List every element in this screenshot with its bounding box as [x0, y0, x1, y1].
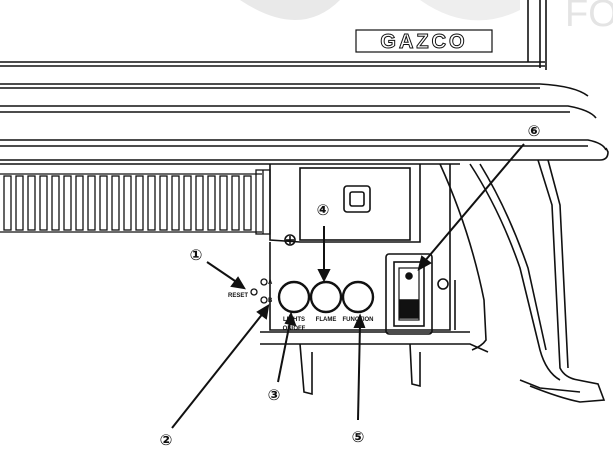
vent-slat [87, 175, 96, 231]
vent-slat [15, 175, 24, 231]
dial-b-label: B [268, 298, 273, 304]
gazco-logo: GAZCO [355, 29, 493, 54]
vent-slat [99, 175, 108, 231]
flame-button [309, 280, 343, 314]
reset-label: RESET [228, 293, 248, 299]
vent-slat [51, 175, 60, 231]
vent-slat [63, 175, 72, 231]
vent-slat [147, 175, 156, 231]
power-switch [385, 253, 433, 335]
vent-slat [75, 175, 84, 231]
vent-slat [27, 175, 36, 231]
vent-slat [123, 175, 132, 231]
lights-button [277, 280, 311, 314]
control-buttons [277, 280, 375, 314]
callout-2: ② [160, 431, 173, 449]
flame-label: FLAME [316, 317, 337, 323]
glass-frame [0, 0, 547, 70]
vent-slat [219, 175, 228, 231]
vent-slat [195, 175, 204, 231]
callout-6: ⑥ [528, 122, 541, 140]
function-button [341, 280, 375, 314]
vent-slat [39, 175, 48, 231]
on-off-label: ON/OFF [283, 326, 306, 332]
vent-grill [0, 169, 271, 235]
callout-4: ④ [317, 201, 330, 219]
dial-a-label: A [268, 280, 273, 286]
vent-slat [135, 175, 144, 231]
vent-slat [171, 175, 180, 231]
callout-1: ① [190, 246, 203, 264]
vent-slat [207, 175, 216, 231]
logo-text: GAZCO [380, 31, 467, 53]
vent-slat [3, 175, 12, 231]
right-leg [439, 159, 606, 403]
vent-slat [231, 175, 240, 231]
fire-body [0, 83, 609, 165]
vent-slat [159, 175, 168, 231]
watermark-text: FO [565, 0, 613, 35]
vent-slat [243, 175, 252, 231]
callouts: ① ② ③ ④ ⑤ ⑥ [160, 122, 541, 449]
reset-and-dials: RESET A B [228, 278, 273, 304]
callout-5: ⑤ [352, 428, 365, 446]
watermark: FO [240, 0, 613, 35]
leader-lines [171, 143, 525, 429]
vent-slat [111, 175, 120, 231]
vent-slat [183, 175, 192, 231]
callout-3: ③ [268, 386, 281, 404]
